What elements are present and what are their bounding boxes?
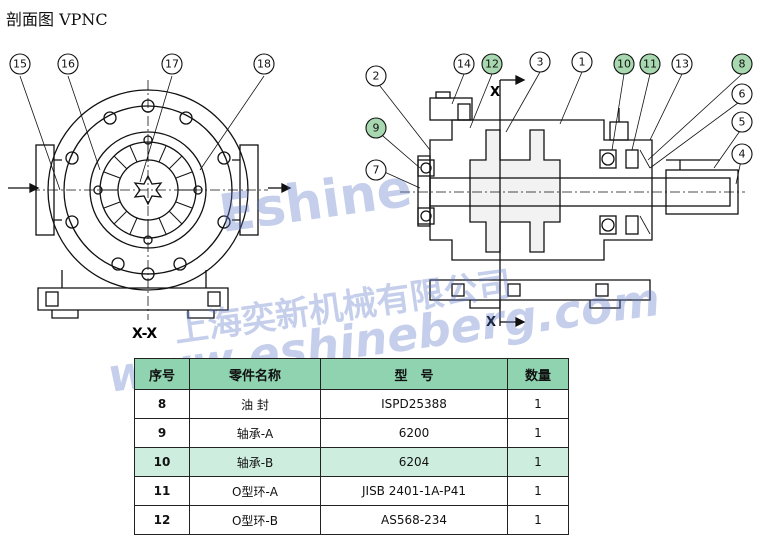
svg-text:10: 10 [617, 58, 631, 71]
cell-model: AS568-234 [320, 505, 508, 535]
cell-name: O型环-B [189, 505, 321, 535]
cell-qty: 1 [507, 447, 569, 477]
callout-3: 3 [529, 51, 551, 73]
svg-text:16: 16 [61, 58, 75, 71]
callout-5: 5 [731, 111, 753, 133]
svg-text:3: 3 [537, 56, 544, 69]
table-row: 12 O型环-B AS568-234 1 [134, 505, 569, 535]
callout-4: 4 [731, 143, 753, 165]
cell-no: 11 [134, 476, 190, 506]
cell-no: 12 [134, 505, 190, 535]
cell-model: ISPD25388 [320, 389, 508, 419]
callout-10: 10 [613, 53, 635, 75]
cell-name: 轴承-B [189, 447, 321, 477]
cell-qty: 1 [507, 476, 569, 506]
page-title: 剖面图 VPNC [6, 10, 108, 29]
svg-text:18: 18 [257, 58, 271, 71]
svg-text:7: 7 [373, 164, 380, 177]
table-row: 8 油 封 ISPD25388 1 [134, 389, 569, 419]
cell-qty: 1 [507, 505, 569, 535]
cell-name: 轴承-A [189, 418, 321, 448]
callout-11: 11 [639, 53, 661, 75]
cell-qty: 1 [507, 389, 569, 419]
table-header-row: 序号 零件名称 型 号 数量 [134, 358, 569, 390]
callout-12: 12 [481, 53, 503, 75]
end-view [8, 80, 292, 320]
cell-no: 8 [134, 389, 190, 419]
callout-8: 8 [731, 53, 753, 75]
cell-model: JISB 2401-1A-P41 [320, 476, 508, 506]
parts-table: 序号 零件名称 型 号 数量 8 油 封 ISPD25388 1 9 轴承-A … [134, 358, 569, 535]
table-row-highlighted: 10 轴承-B 6204 1 [134, 447, 569, 477]
callout-6: 6 [731, 83, 753, 105]
svg-text:15: 15 [13, 58, 27, 71]
watermark-brand: Eshine [215, 159, 415, 245]
svg-text:8: 8 [739, 58, 746, 71]
section-x-bottom: X [486, 315, 496, 330]
svg-text:4: 4 [739, 148, 746, 161]
header-qty: 数量 [507, 358, 569, 390]
callout-9: 9 [365, 117, 387, 139]
svg-text:17: 17 [165, 58, 179, 71]
cell-no: 10 [134, 447, 190, 477]
callout-17: 17 [161, 53, 183, 75]
svg-text:13: 13 [675, 58, 689, 71]
svg-text:11: 11 [643, 58, 657, 71]
cell-name: O型环-A [189, 476, 321, 506]
table-row: 9 轴承-A 6200 1 [134, 418, 569, 448]
svg-text:14: 14 [457, 58, 471, 71]
callout-18: 18 [253, 53, 275, 75]
svg-text:6: 6 [739, 88, 746, 101]
cell-name: 油 封 [189, 389, 321, 419]
callout-13: 13 [671, 53, 693, 75]
callout-15: 15 [9, 53, 31, 75]
section-label: X-X [132, 326, 157, 342]
callout-2: 2 [365, 65, 387, 87]
svg-text:9: 9 [373, 122, 380, 135]
header-model: 型 号 [320, 358, 508, 390]
section-x-top: X [490, 85, 500, 100]
cell-model: 6200 [320, 418, 508, 448]
header-name: 零件名称 [189, 358, 321, 390]
cell-no: 9 [134, 418, 190, 448]
header-no: 序号 [134, 358, 190, 390]
callout-14: 14 [453, 53, 475, 75]
section-view [400, 74, 745, 328]
svg-text:1: 1 [579, 56, 586, 69]
cell-model: 6204 [320, 447, 508, 477]
cell-qty: 1 [507, 418, 569, 448]
callout-bubbles: 15 16 17 18 14 12 3 1 10 11 13 8 2 9 7 6… [9, 51, 753, 181]
svg-text:5: 5 [739, 116, 746, 129]
callout-1: 1 [571, 51, 593, 73]
table-row: 11 O型环-A JISB 2401-1A-P41 1 [134, 476, 569, 506]
callout-7: 7 [365, 159, 387, 181]
callout-16: 16 [57, 53, 79, 75]
svg-text:2: 2 [373, 70, 380, 83]
svg-text:12: 12 [485, 58, 499, 71]
